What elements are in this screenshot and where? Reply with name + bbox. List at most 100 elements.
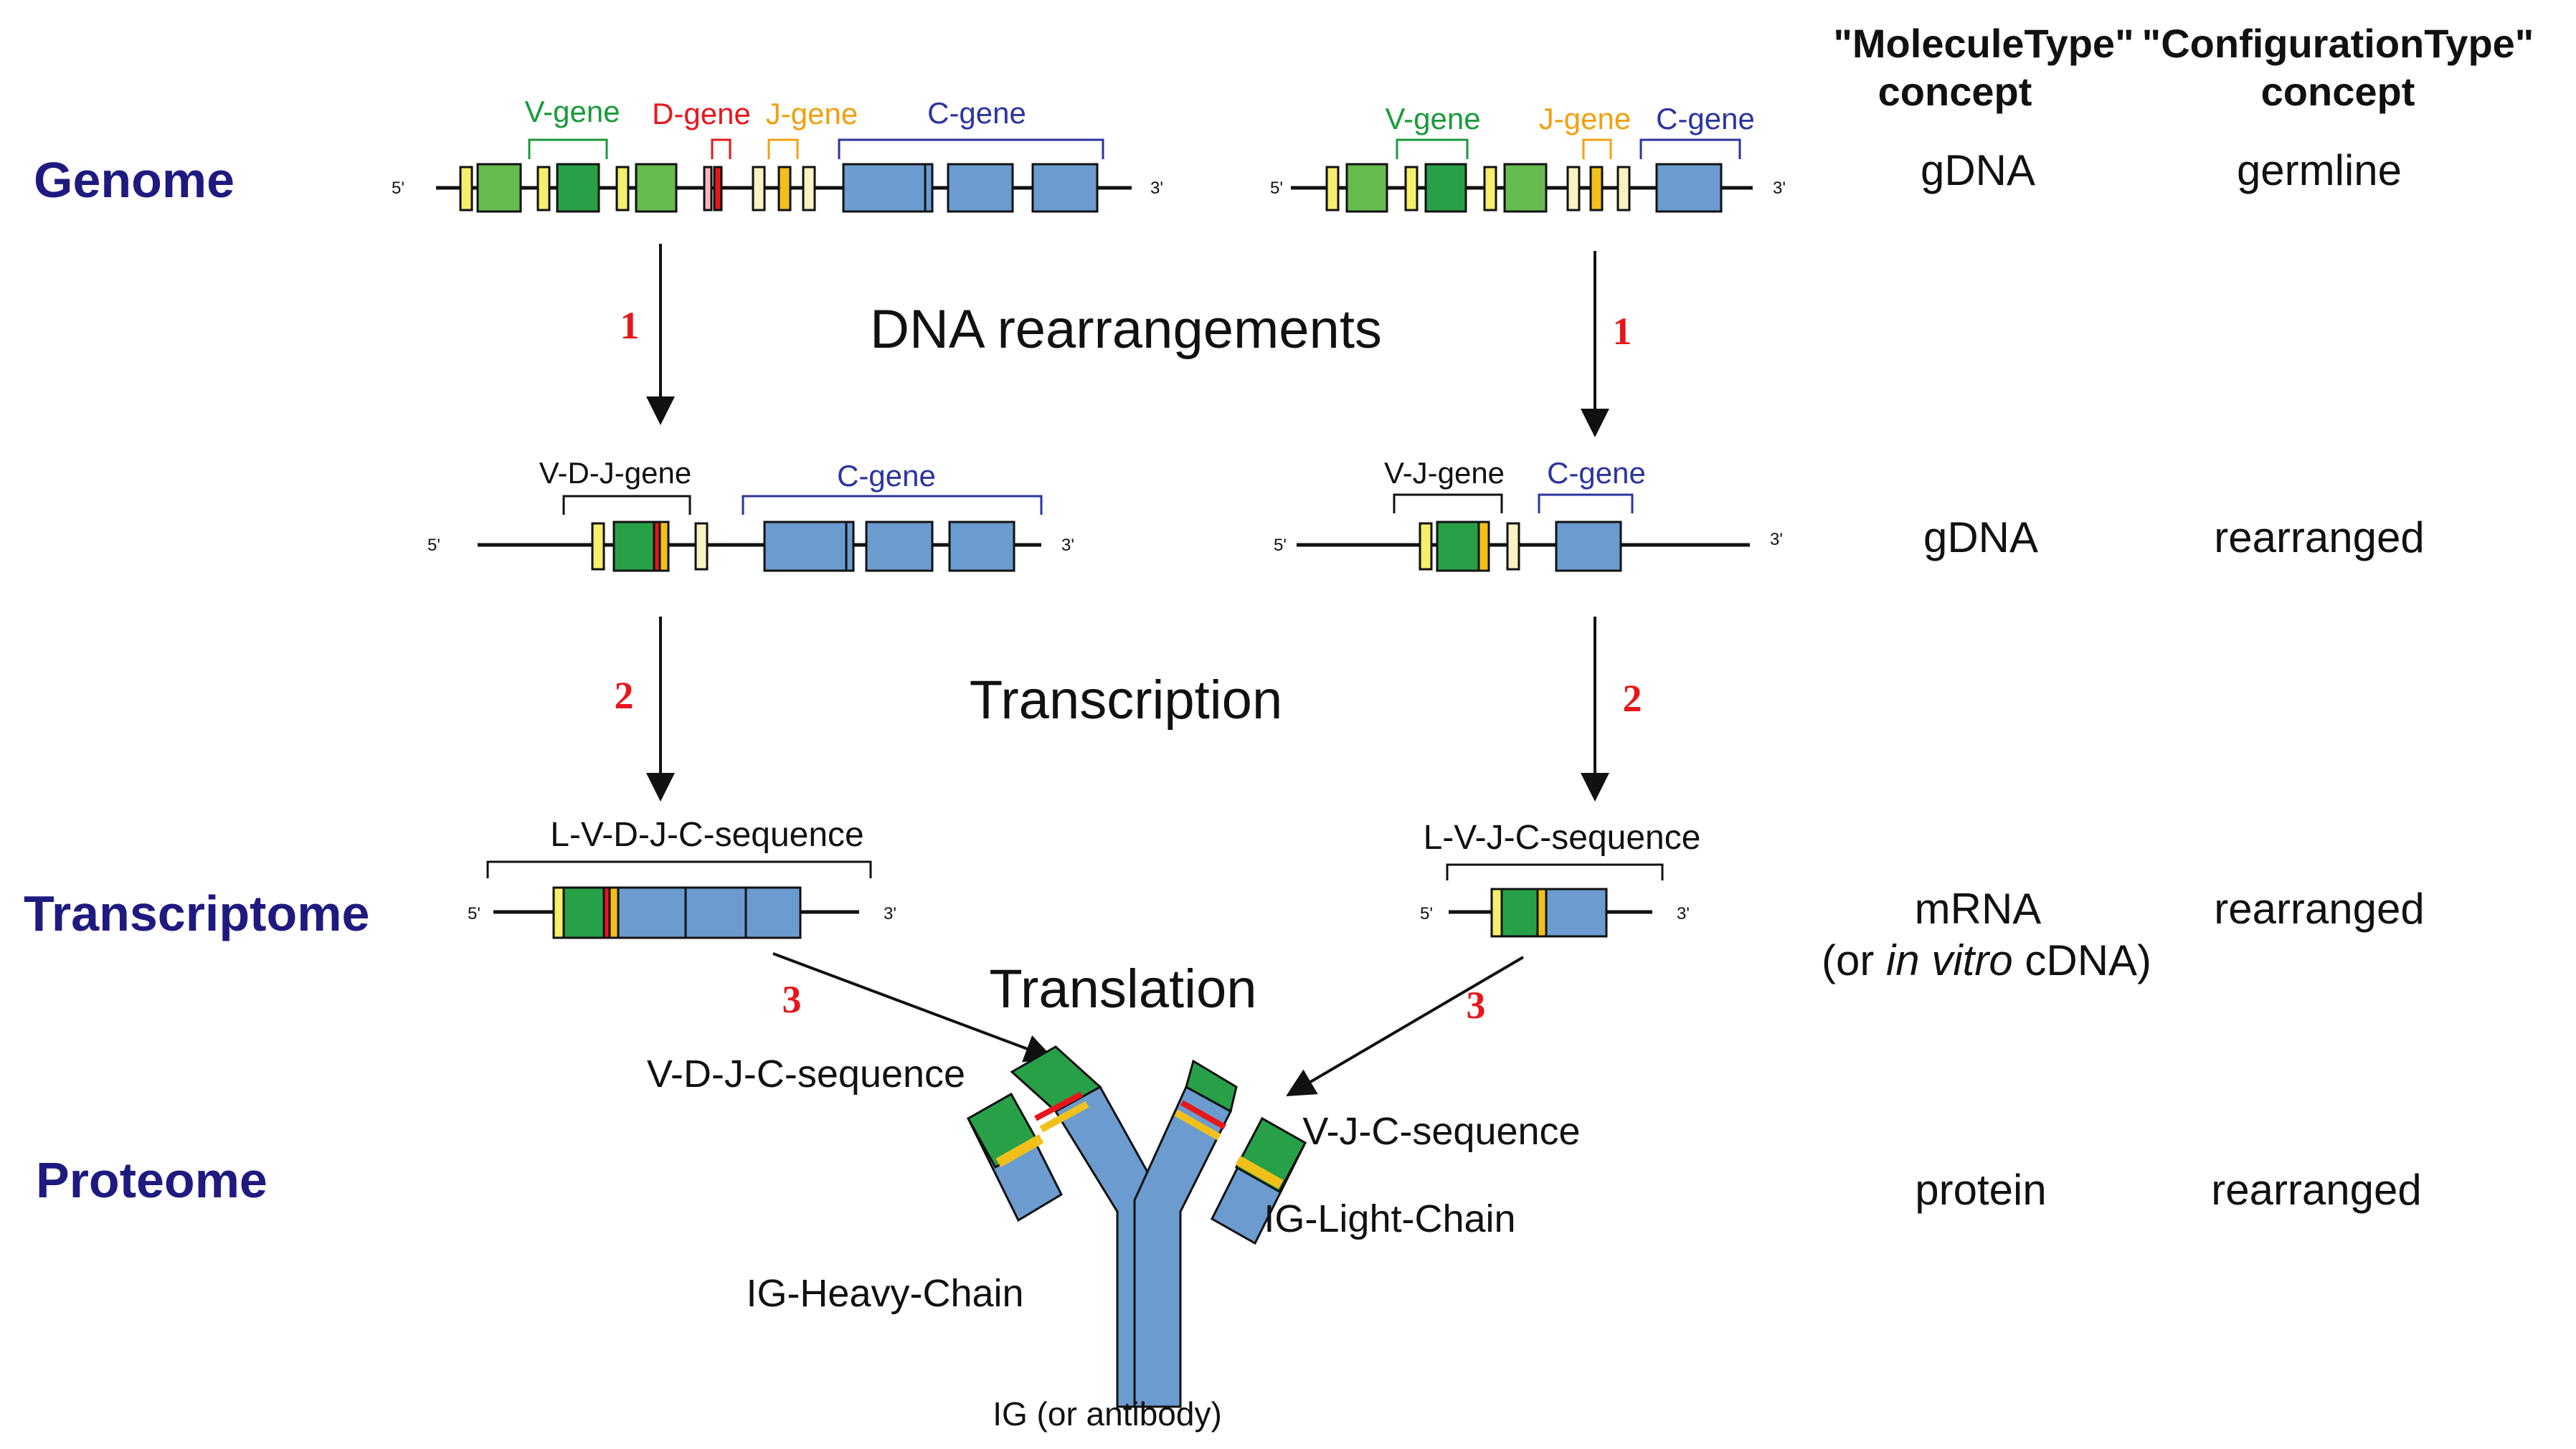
antibody: [966, 1045, 1307, 1408]
antibody-label: IG (or antibody): [993, 1395, 1222, 1433]
v-segment: [612, 521, 655, 572]
v-segment: [1503, 163, 1548, 213]
five-prime-end: 5': [392, 179, 404, 198]
step-1-left: 1: [620, 304, 640, 347]
j-segment: [752, 166, 766, 212]
heavy-j-stripe-right: [1174, 1109, 1221, 1141]
row3-configuration: rearranged: [2214, 885, 2425, 933]
process-dna-rearrangements: DNA rearrangements: [870, 299, 1382, 360]
l-segment: [591, 522, 605, 571]
c-segment: [1555, 521, 1622, 572]
step-3-left: 3: [782, 978, 802, 1021]
three-prime-end: 3': [884, 904, 896, 923]
germline-light-locus: 5' 3' V-gene J-gene C-gene: [1270, 102, 1786, 213]
c-segment: [842, 163, 927, 213]
v-segment: [476, 163, 522, 213]
three-prime-end: 3': [1773, 179, 1786, 198]
j-gene-label: J-gene: [766, 97, 858, 130]
molecule-type-title: "MoleculeType": [1833, 21, 2134, 66]
l-segment: [1490, 888, 1503, 938]
v-gene-bracket: [1396, 138, 1469, 159]
l-segment: [1404, 166, 1419, 212]
v-gene-label: V-gene: [1385, 102, 1480, 136]
j-segment: [1589, 166, 1604, 212]
heavy-d-stripe-left: [1034, 1091, 1083, 1121]
l-segment: [1325, 166, 1340, 212]
level-proteome: Proteome: [36, 1152, 267, 1208]
l-vjc-bracket: [1446, 863, 1664, 880]
heavy-variable-right: [1185, 1059, 1238, 1113]
row1-configuration: germline: [2237, 146, 2402, 194]
row3-molecule: mRNA: [1915, 885, 2042, 933]
v-segment: [1500, 888, 1539, 938]
c-gene-label: C-gene: [1656, 102, 1755, 136]
c-gene-label: C-gene: [927, 96, 1026, 130]
l-vjc-label: L-V-J-C-sequence: [1424, 819, 1701, 857]
c-segment: [1031, 163, 1099, 213]
rearranged-heavy-gdna: 5' 3' V-D-J-gene C-gene: [427, 456, 1074, 572]
j-gene-bracket: [1582, 138, 1612, 159]
process-translation: Translation: [989, 959, 1256, 1020]
l-vdjc-label: L-V-D-J-C-sequence: [550, 816, 863, 854]
v-segment: [556, 163, 600, 213]
l-segment: [1419, 522, 1433, 571]
c-segment: [865, 521, 934, 572]
step-2-right: 2: [1623, 677, 1642, 720]
c-gene-bracket: [742, 495, 1043, 515]
three-prime-end: 3': [1770, 530, 1783, 549]
level-genome: Genome: [34, 152, 235, 208]
five-prime-end: 5': [1420, 904, 1433, 923]
vj-gene-label: V-J-gene: [1384, 456, 1505, 490]
heavy-mrna: 5' 3' L-V-D-J-C-sequence: [468, 816, 896, 939]
d-gene-label: D-gene: [652, 97, 751, 130]
light-j-stripe-right: [1235, 1155, 1284, 1189]
level-transcriptome: Transcriptome: [24, 885, 369, 941]
row2-molecule: gDNA: [1923, 513, 2038, 561]
d-gene-bracket: [711, 138, 731, 159]
j-segment: [694, 522, 709, 571]
three-prime-end: 3': [1061, 536, 1074, 555]
v-segment: [1436, 521, 1480, 572]
vjc-label: V-J-C-sequence: [1302, 1110, 1580, 1153]
molecule-type-header: "MoleculeType" concept: [1833, 21, 2134, 114]
d-segment: [713, 166, 723, 212]
j-gene-bracket: [767, 138, 799, 159]
row4-configuration: rearranged: [2211, 1166, 2422, 1214]
j-segment: [1536, 888, 1548, 938]
l-segment: [536, 166, 551, 212]
j-gene-label: J-gene: [1539, 102, 1631, 136]
row1-molecule: gDNA: [1921, 146, 2035, 194]
l-segment: [459, 166, 473, 212]
vj-gene-bracket: [1393, 493, 1503, 513]
l-segment: [1483, 166, 1497, 212]
j-segment: [1616, 166, 1631, 212]
three-prime-end: 3': [1677, 904, 1690, 923]
v-segment: [562, 886, 605, 939]
heavy-chain-label: IG-Heavy-Chain: [746, 1272, 1023, 1315]
heavy-j-stripe-left: [1039, 1101, 1089, 1133]
d-segment: [703, 166, 713, 212]
five-prime-end: 5': [1274, 536, 1287, 555]
c-segment: [684, 886, 747, 939]
v-segment: [635, 163, 678, 213]
three-prime-end: 3': [1150, 179, 1163, 198]
j-segment: [1477, 521, 1490, 572]
step-1-right: 1: [1613, 310, 1632, 353]
row3-molecule-note: (or in vitro cDNA): [1822, 936, 2151, 984]
five-prime-end: 5': [1270, 179, 1283, 198]
configuration-type-subtitle: concept: [2261, 69, 2415, 114]
v-gene-label: V-gene: [524, 95, 620, 128]
c-gene-label: C-gene: [837, 459, 936, 493]
c-gene-bracket: [1639, 138, 1741, 159]
j-segment: [1566, 166, 1581, 212]
c-segment: [948, 521, 1015, 572]
vdj-gene-label: V-D-J-gene: [539, 456, 691, 490]
c-segment: [1545, 888, 1608, 938]
light-mrna: 5' 3' L-V-J-C-sequence: [1420, 819, 1701, 938]
configuration-type-title: "ConfigurationType": [2142, 21, 2534, 66]
light-j-stripe-left: [995, 1134, 1044, 1168]
j-segment: [1506, 522, 1520, 571]
c-segment: [924, 163, 934, 213]
five-prime-end: 5': [468, 904, 480, 923]
